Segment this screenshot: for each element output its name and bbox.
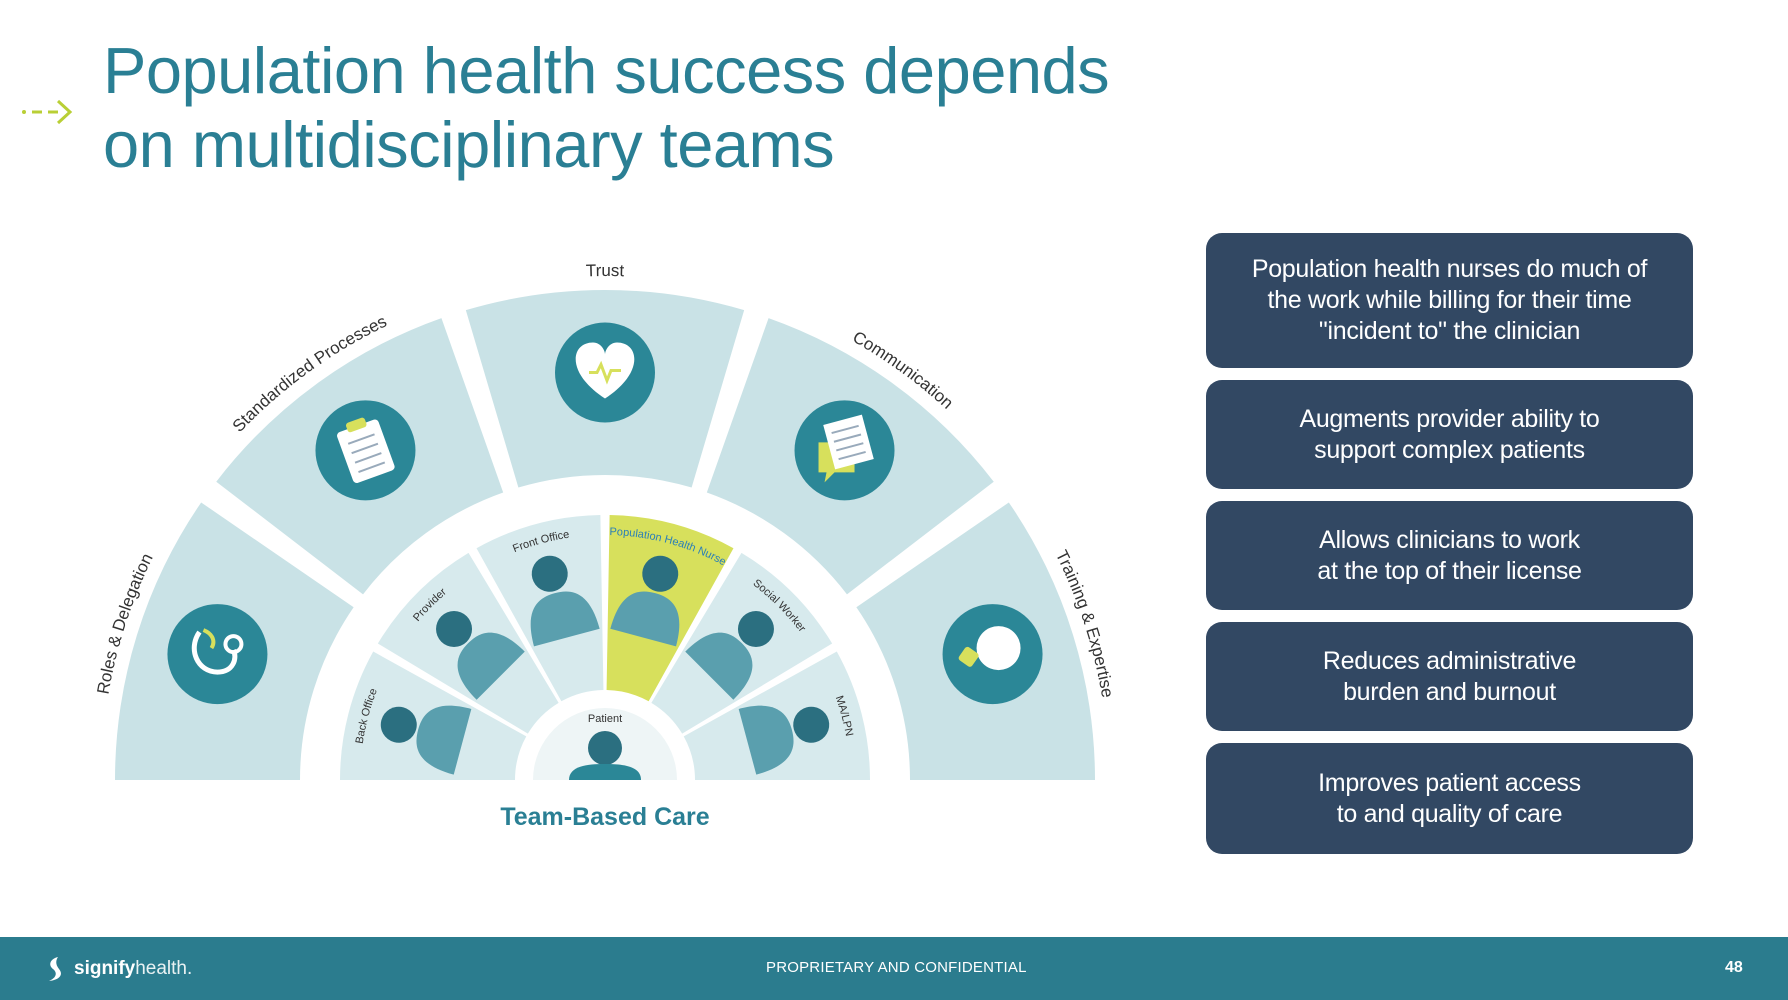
logo-mark-icon: [49, 957, 61, 981]
benefit-box: Population health nurses do much of the w…: [1206, 233, 1693, 368]
benefit-line: Improves patient access: [1318, 768, 1581, 797]
logo-text-signify: signify: [74, 958, 136, 979]
stethoscope-icon: [191, 628, 244, 675]
benefit-line: the work while billing for their time: [1267, 286, 1632, 314]
patient-figure: [569, 731, 641, 780]
diagram-caption: Team-Based Care: [500, 803, 709, 831]
heart-pulse-icon: [575, 342, 635, 399]
icon-circle: [167, 604, 268, 705]
title-line-2: on multidisciplinary teams: [103, 108, 835, 181]
benefit-line: "incident to" the clinician: [1318, 317, 1581, 345]
benefit-line: Population health nurses do much of: [1251, 255, 1648, 283]
team-member-figure: [380, 705, 472, 775]
team-member-figure: [610, 555, 680, 647]
signify-health-logo: signifyhealth.: [44, 955, 192, 983]
confidential-notice: PROPRIETARY AND CONFIDENTIAL: [766, 959, 1027, 976]
logo-text-health: health.: [135, 958, 193, 979]
patient-label: Patient: [588, 713, 622, 725]
benefit-line: Reduces administrative: [1322, 646, 1577, 675]
title-line-1: Population health success depends: [103, 34, 1110, 107]
outer-segment-label: Trust: [586, 261, 625, 280]
arrow-icon: [22, 99, 73, 125]
clipboard-icon: [337, 417, 395, 484]
benefit-line: at the top of their license: [1317, 556, 1582, 585]
team-member-figure: [436, 611, 525, 700]
team-member-figure: [685, 611, 774, 700]
team-member-figure: [738, 705, 830, 775]
page-number: 48: [1725, 959, 1743, 976]
benefit-line: support complex patients: [1314, 435, 1585, 464]
benefit-line: burden and burnout: [1343, 677, 1556, 706]
speech-bubble-document-icon: [818, 414, 874, 483]
benefits-list: Population health nurses do much of the w…: [1206, 233, 1693, 866]
benefit-line: Allows clinicians to work: [1319, 525, 1580, 554]
lightbulb-icon: [958, 626, 1021, 671]
benefit-line: to and quality of care: [1336, 799, 1563, 828]
benefit-line: Augments provider ability to: [1299, 404, 1600, 433]
team-member-figure: [530, 555, 600, 647]
page-title: Population health success depends on mul…: [103, 34, 1303, 182]
footer: signifyhealth. PROPRIETARY AND CONFIDENT…: [0, 937, 1788, 1000]
